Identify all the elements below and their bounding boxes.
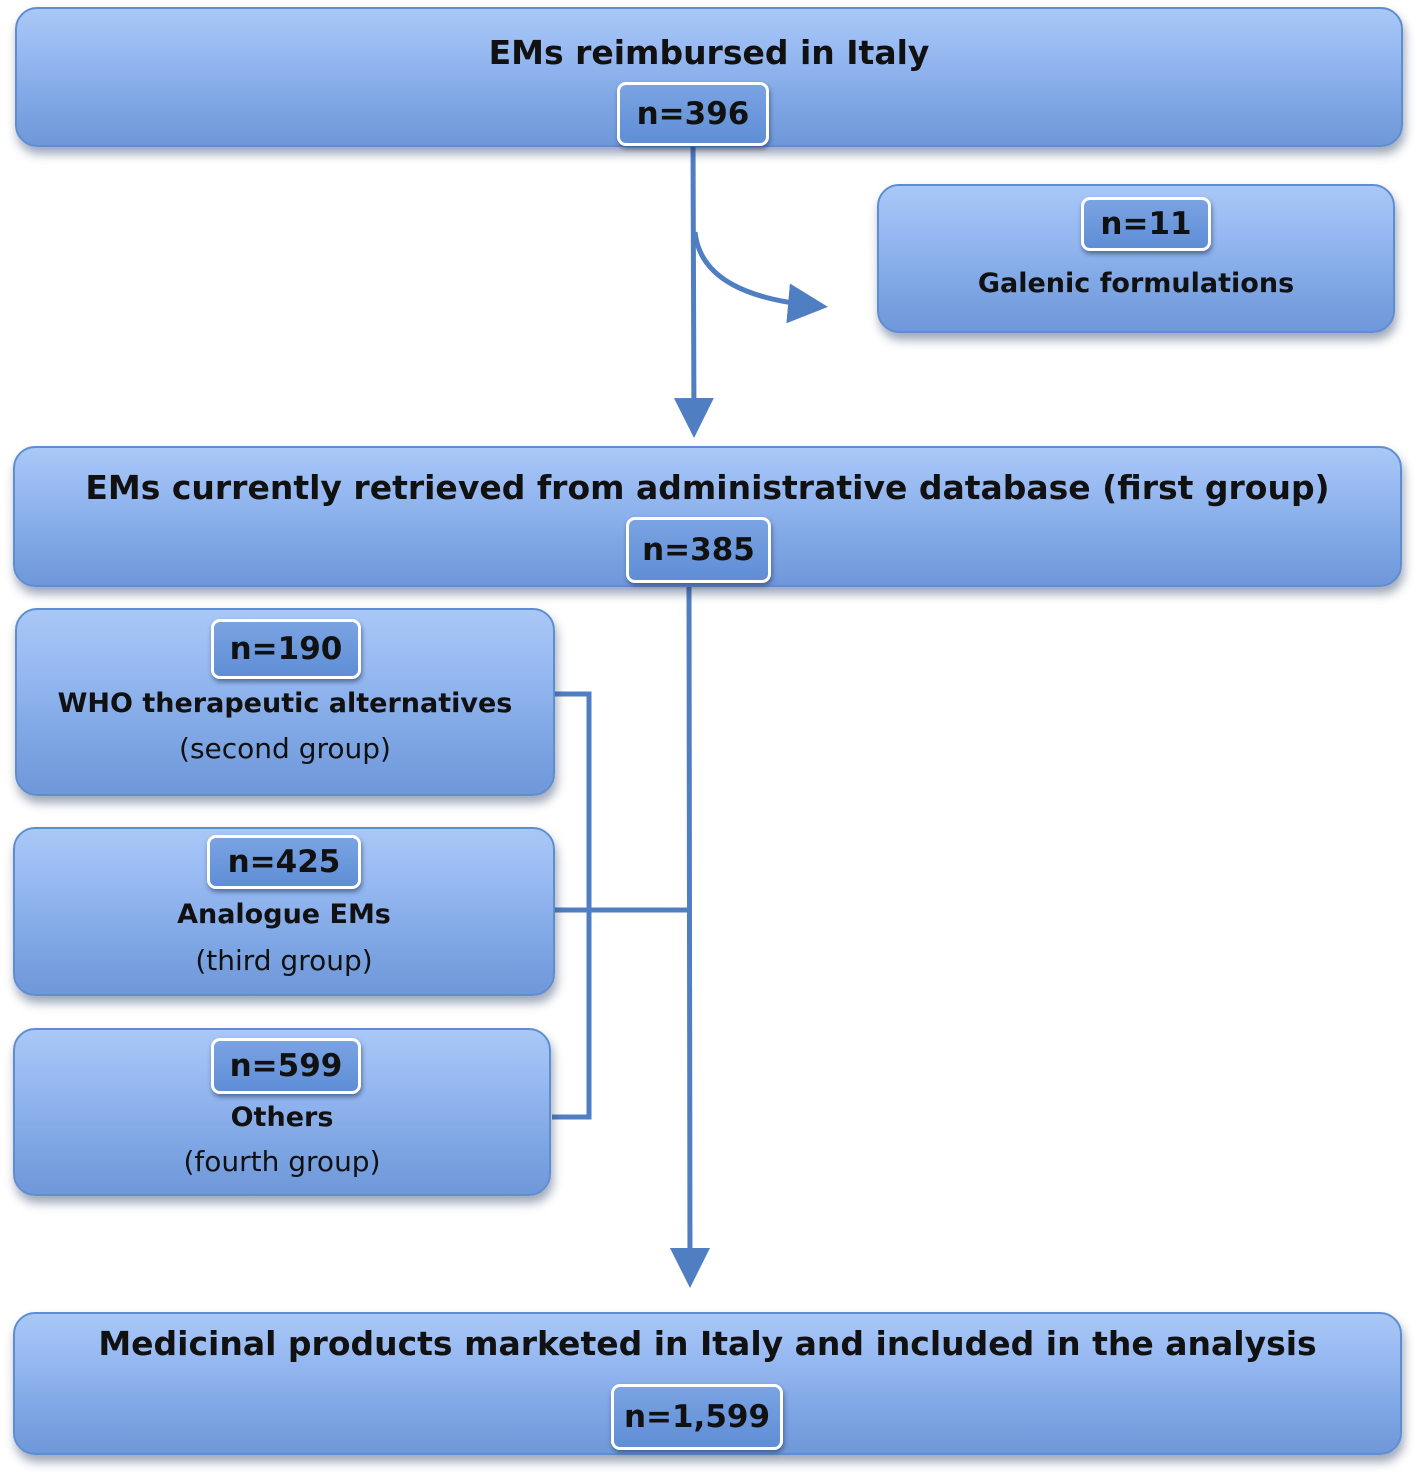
reimbursed-title: EMs reimbursed in Italy <box>488 33 930 72</box>
included-box: Medicinal products marketed in Italy and… <box>13 1312 1402 1455</box>
included-count-badge: n=1,599 <box>611 1384 783 1450</box>
first-group-box: EMs currently retrieved from administrat… <box>13 446 1402 587</box>
included-title: Medicinal products marketed in Italy and… <box>98 1324 1317 1363</box>
analogue-box: n=425 Analogue EMs (third group) <box>13 827 555 996</box>
others-count-badge: n=599 <box>211 1038 361 1094</box>
arrow-reimbursed-to-first-group <box>673 139 714 438</box>
others-subtitle: (fourth group) <box>183 1145 381 1178</box>
who-alternatives-title: WHO therapeutic alternatives <box>57 688 513 719</box>
analogue-title: Analogue EMs <box>177 899 391 930</box>
galenic-count-badge: n=11 <box>1081 197 1211 251</box>
arrow-exclusion-galenic <box>692 231 828 324</box>
galenic-title: Galenic formulations <box>977 268 1295 299</box>
subgroup-bracket <box>552 691 592 1120</box>
others-title: Others <box>230 1102 334 1133</box>
first-group-count-badge: n=385 <box>626 517 771 583</box>
arrow-first-group-to-included <box>669 581 710 1288</box>
who-alternatives-subtitle: (second group) <box>179 732 391 765</box>
analogue-subtitle: (third group) <box>195 944 373 977</box>
first-group-title: EMs currently retrieved from administrat… <box>85 468 1330 507</box>
reimbursed-count-badge: n=396 <box>617 82 769 146</box>
who-alternatives-box: n=190 WHO therapeutic alternatives (seco… <box>15 608 555 796</box>
others-box: n=599 Others (fourth group) <box>13 1028 551 1196</box>
who-alternatives-count-badge: n=190 <box>211 619 361 679</box>
reimbursed-box: EMs reimbursed in Italy n=396 <box>15 7 1403 147</box>
galenic-box: n=11 Galenic formulations <box>877 184 1395 333</box>
analogue-count-badge: n=425 <box>207 835 361 889</box>
